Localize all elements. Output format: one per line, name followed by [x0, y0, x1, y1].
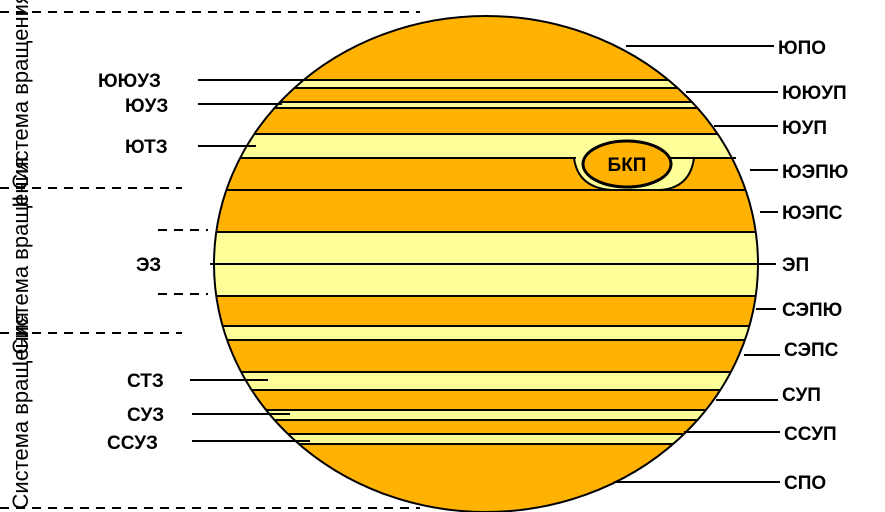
label-ep: ЭП [782, 255, 809, 276]
label-yutz: ЮТЗ [125, 137, 168, 158]
zone-ntz [200, 372, 780, 390]
band-north-polar [200, 444, 780, 512]
label-sepyu: СЭПЮ [782, 300, 842, 321]
great-red-spot-label: БКП [608, 155, 647, 176]
label-yuepyu: ЮЭПЮ [782, 162, 848, 183]
label-ez: ЭЗ [136, 255, 161, 276]
label-spo: СПО [784, 473, 826, 494]
label-yueps: ЮЭПС [782, 203, 843, 224]
band-ssteb [200, 108, 780, 134]
label-sup: СУП [782, 385, 821, 406]
zone-nnntz [200, 434, 780, 444]
label-stz: СТЗ [127, 371, 164, 392]
zone-neb-gap [200, 326, 780, 340]
band-seb-north [200, 190, 780, 232]
zone-ssstz [200, 80, 780, 88]
band-nteb [200, 390, 780, 410]
zone-stz [200, 134, 780, 158]
label-yuyup: ЮЮУП [782, 83, 847, 104]
label-ssup: ССУП [784, 424, 837, 445]
label-yuyuz: ЮЮУЗ [98, 71, 161, 92]
planet-disk [200, 10, 780, 512]
label-yupo: ЮПО [778, 38, 826, 59]
system-label-lower: II Система вращения [8, 312, 33, 512]
label-yup: ЮУП [782, 118, 827, 139]
label-suz: СУЗ [127, 405, 164, 426]
label-ssuz: ССУЗ [107, 433, 158, 454]
band-neb-north [200, 340, 780, 372]
band-neb-south [200, 296, 780, 326]
label-yuz: ЮУЗ [125, 96, 168, 117]
label-seps: СЭПС [784, 340, 839, 361]
